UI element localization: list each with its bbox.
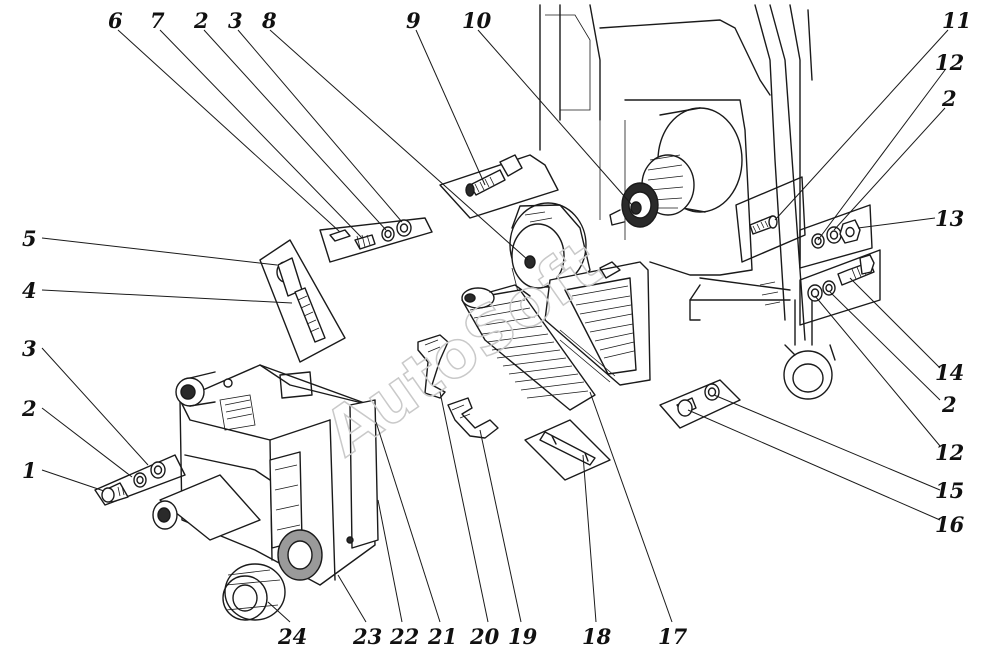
callout-12-bottom: 12 <box>935 440 964 465</box>
callout-6: 6 <box>108 8 123 33</box>
bolt-group-lower <box>799 249 881 326</box>
callout-labels: 1 2 3 4 5 6 7 2 3 8 9 10 11 12 2 13 14 2… <box>21 8 971 649</box>
callout-13: 13 <box>935 206 964 231</box>
callout-3-top: 3 <box>228 8 243 33</box>
bolt-9 <box>439 154 559 219</box>
callout-8: 8 <box>261 8 277 33</box>
callout-3-left: 3 <box>22 336 37 361</box>
callout-16: 16 <box>935 512 965 537</box>
callout-19: 19 <box>508 624 538 649</box>
main-housing <box>152 364 379 586</box>
callout-24: 24 <box>277 624 307 649</box>
bracket-20 <box>417 334 449 399</box>
callout-23: 23 <box>352 624 382 649</box>
callout-11: 11 <box>942 8 971 33</box>
callout-2-right-top: 2 <box>941 86 957 111</box>
bracket-19 <box>447 397 499 439</box>
callout-18: 18 <box>582 624 612 649</box>
callout-4: 4 <box>22 278 37 303</box>
callout-2-top: 2 <box>193 8 209 33</box>
callout-2-right-bottom: 2 <box>941 392 957 417</box>
callout-15: 15 <box>935 478 964 503</box>
callout-10: 10 <box>462 8 492 33</box>
fastener-strip-upper <box>319 217 433 263</box>
fan-motor <box>609 107 743 228</box>
fastener-strip-15-16 <box>659 379 741 429</box>
callout-17: 17 <box>658 624 688 649</box>
fan-shroud <box>509 202 591 301</box>
duct-ring <box>222 563 286 621</box>
heater-core <box>544 261 651 386</box>
callout-14: 14 <box>935 360 964 385</box>
callout-9: 9 <box>406 8 421 33</box>
fastener-strip-left <box>94 454 186 506</box>
screw-11 <box>735 176 806 263</box>
callout-2-left: 2 <box>21 396 37 421</box>
rail-18 <box>524 419 611 481</box>
washer-group-upper <box>799 204 873 269</box>
callout-22: 22 <box>389 624 419 649</box>
callout-5: 5 <box>22 226 37 251</box>
watermark-text: AutoSoft <box>312 228 615 471</box>
callout-1: 1 <box>22 458 37 483</box>
cab-panel <box>539 4 836 400</box>
callout-20: 20 <box>469 624 500 649</box>
leader-lines <box>41 29 949 623</box>
callout-12-top: 12 <box>935 50 964 75</box>
callout-7: 7 <box>150 8 165 33</box>
radiator-unit <box>461 284 596 411</box>
control-rod <box>259 239 346 363</box>
callout-21: 21 <box>427 624 457 649</box>
